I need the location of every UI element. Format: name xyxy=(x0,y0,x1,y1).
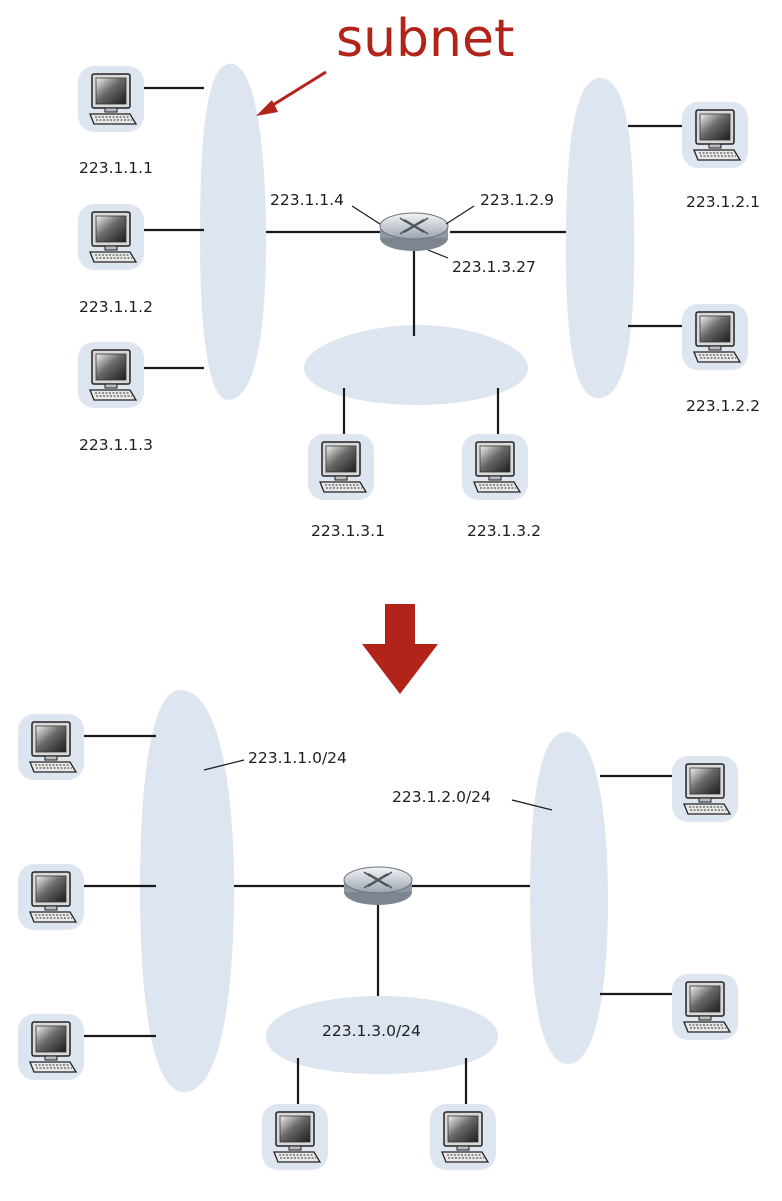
computer-icon xyxy=(77,203,145,271)
subnet-address-label: 223.1.3.0/24 xyxy=(322,1022,421,1040)
computer-icon xyxy=(671,973,739,1041)
host-label: 223.1.1.1 xyxy=(79,159,153,177)
computer-icon xyxy=(17,713,85,781)
computer-icon xyxy=(17,863,85,931)
host-label: 223.1.3.2 xyxy=(467,522,541,540)
subnet-left-blob xyxy=(200,63,266,400)
subnet-address-label: 223.1.1.0/24 xyxy=(248,749,347,767)
computer-icon xyxy=(461,433,529,501)
computer-icon xyxy=(77,341,145,409)
host-label: 223.1.1.2 xyxy=(79,298,153,316)
interface-label: 223.1.2.9 xyxy=(480,191,554,209)
host-label: 223.1.2.2 xyxy=(686,397,760,415)
computer-icon xyxy=(429,1103,497,1171)
subnet-address-label: 223.1.2.0/24 xyxy=(392,788,491,806)
host-label: 223.1.1.3 xyxy=(79,436,153,454)
subnet-right-blob xyxy=(566,78,634,398)
top-diagram: 223.1.1.1 223.1.1.2 223.1.1.3 223.1.2.1 … xyxy=(77,63,760,540)
subnet-left-blob xyxy=(140,690,234,1092)
computer-icon xyxy=(681,303,749,371)
router-icon xyxy=(378,211,450,253)
bottom-diagram: 223.1.1.0/24 223.1.2.0/24 223.1.3.0/24 xyxy=(17,690,739,1171)
subnet-pointer-arrow xyxy=(256,70,327,116)
computer-icon xyxy=(17,1013,85,1081)
arrow-down-icon xyxy=(362,604,438,694)
computer-icon xyxy=(671,755,739,823)
subnet-bottom-blob xyxy=(304,325,528,405)
subnet-right-blob xyxy=(530,732,608,1064)
interface-label: 223.1.3.27 xyxy=(452,258,536,276)
host-label: 223.1.2.1 xyxy=(686,193,760,211)
host-label: 223.1.3.1 xyxy=(311,522,385,540)
interface-label: 223.1.1.4 xyxy=(270,191,344,209)
computer-icon xyxy=(261,1103,329,1171)
subnet-title: subnet xyxy=(336,9,514,69)
computer-icon xyxy=(77,65,145,133)
computer-icon xyxy=(307,433,375,501)
router-icon xyxy=(342,865,414,907)
subnet-bottom-blob xyxy=(266,996,498,1074)
computer-icon xyxy=(681,101,749,169)
